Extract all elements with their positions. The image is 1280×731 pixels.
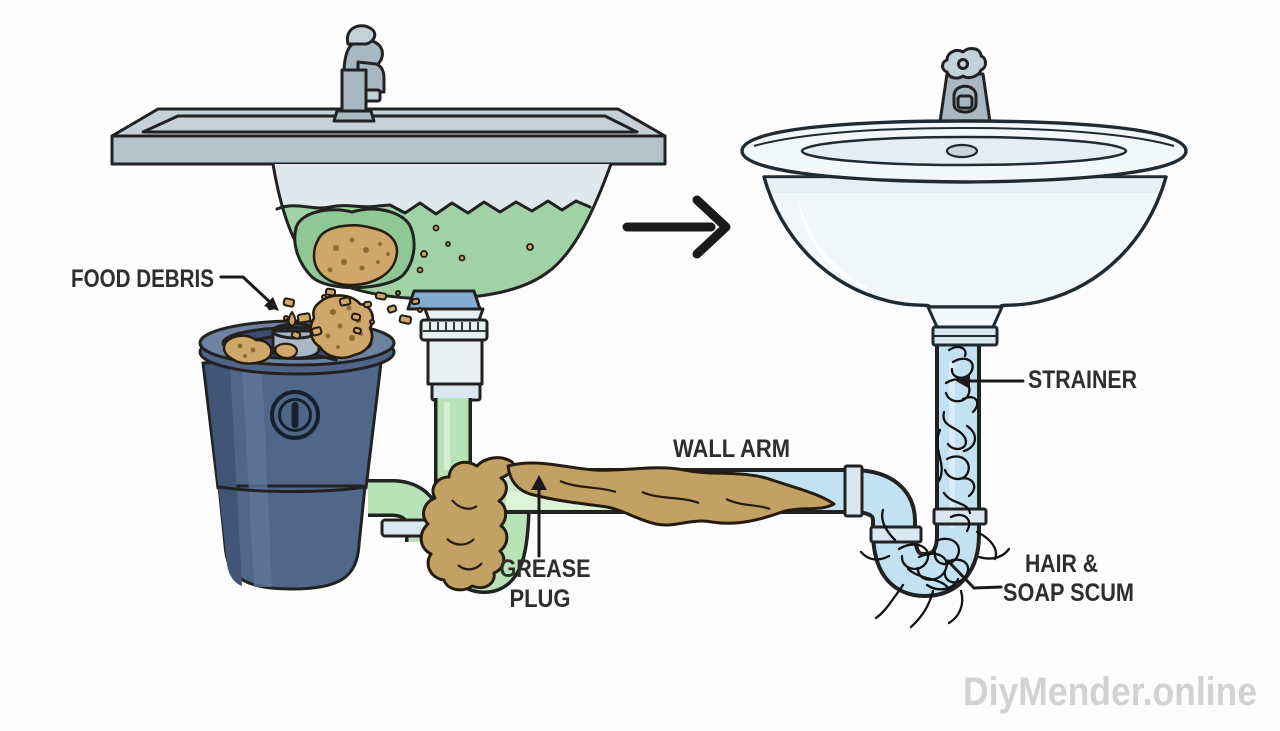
kitchen-drain-tailpiece: [406, 289, 489, 402]
wall-arm-coupling: [843, 464, 864, 518]
annotations: FOOD DEBRIS WALL ARM GREASE PLUG STRAINE…: [71, 265, 1137, 613]
food-debris-leader-line: [219, 275, 274, 306]
debris-speckles: [327, 237, 390, 273]
bowl-neck-cup: [925, 305, 1005, 329]
bathroom-faucet-icon: [938, 47, 992, 124]
faucet-base: [332, 109, 376, 123]
disposal-highlight: [242, 366, 272, 587]
drain-hole: [945, 143, 979, 159]
faucet-knob-hole: [957, 58, 969, 70]
faucet-arch: [952, 84, 978, 114]
grease-plug-arrowhead: [531, 475, 547, 490]
grease-plug-clog: [419, 456, 836, 592]
faucet-handle: [345, 24, 377, 46]
hair-soap-scum-label-line-1: HAIR &: [1025, 550, 1098, 578]
rim-top-line: [753, 126, 1175, 147]
wall-arm-label: WALL ARM: [673, 435, 790, 463]
food-debris-clog: [222, 287, 423, 365]
strainer-label: STRAINER: [1028, 366, 1137, 394]
garbage-disposal: [198, 319, 396, 591]
disposal-seam: [217, 485, 367, 493]
countertop-inset-line: [141, 114, 639, 134]
disposal-shadow: [205, 365, 242, 586]
arrow-right-icon: [622, 195, 731, 259]
faucet-knob: [941, 47, 987, 80]
trap-coupling-left: [869, 525, 923, 544]
bathroom-sink: [740, 47, 1188, 347]
waterline: [275, 199, 592, 216]
hair-soap-scum-leader-line: [946, 559, 1003, 590]
slip-nut-ribs: [423, 322, 486, 332]
faucet-column: [938, 72, 992, 124]
food-debris-arrowhead: [264, 297, 279, 311]
kitchen-faucet-icon: [332, 24, 386, 123]
disposal-power-emblem: [270, 390, 320, 440]
food-debris-label: FOOD DEBRIS: [71, 265, 214, 293]
basin-gunk-mound: [293, 207, 416, 290]
countertop-front: [110, 134, 667, 166]
bathroom-bowl: [762, 175, 1168, 309]
watermark-text: DiyMender.online: [963, 670, 1257, 714]
grease-plug-label-line-1: GREASE: [500, 555, 591, 583]
hair-clog: [859, 346, 1011, 629]
hair-soap-scum-label-line-2: SOAP SCUM: [1003, 579, 1134, 607]
faucet-nozzle: [956, 94, 974, 110]
bowl-rim-shadow: [766, 178, 1164, 193]
strainer-arrowhead: [956, 373, 970, 389]
trap-coupling-right: [932, 507, 988, 526]
grease-plug-label-line-2: PLUG: [510, 585, 571, 613]
